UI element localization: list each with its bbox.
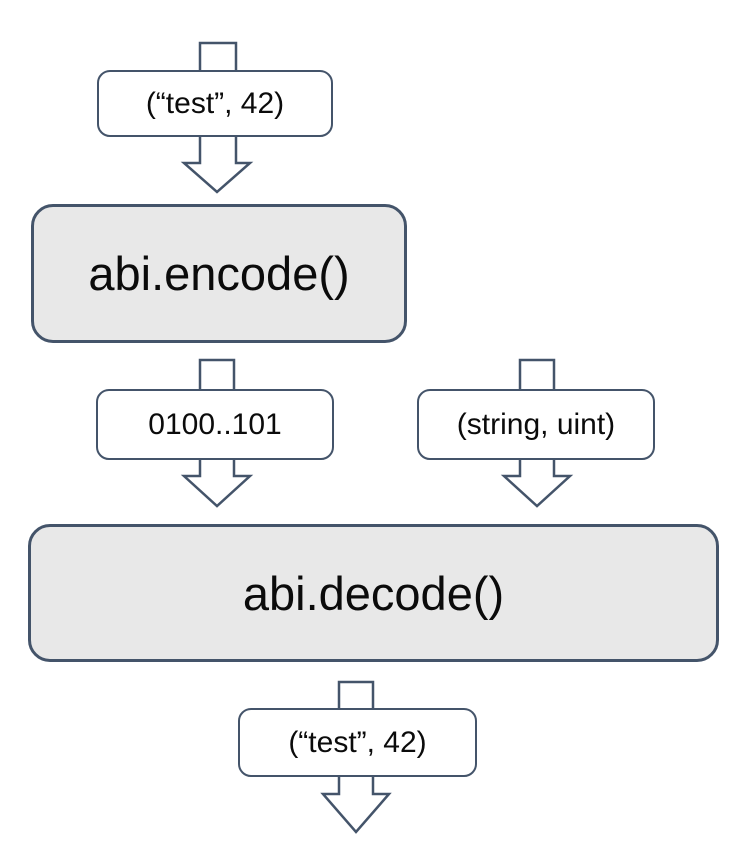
node-abi-encode-label: abi.encode() <box>88 247 350 300</box>
node-types-tuple: (string, uint) <box>417 389 655 460</box>
node-abi-encode: abi.encode() <box>31 204 407 343</box>
node-input-tuple-label: (“test”, 42) <box>145 86 285 120</box>
node-output-tuple: (“test”, 42) <box>238 708 477 777</box>
node-abi-decode-label: abi.decode() <box>242 566 505 620</box>
node-abi-decode: abi.decode() <box>28 524 719 662</box>
node-input-tuple: (“test”, 42) <box>97 70 333 137</box>
node-encoded-bytes: 0100..101 <box>96 389 334 460</box>
node-encoded-bytes-label: 0100..101 <box>148 407 282 441</box>
node-output-tuple-label: (“test”, 42) <box>288 725 427 759</box>
node-types-tuple-label: (string, uint) <box>456 407 616 441</box>
